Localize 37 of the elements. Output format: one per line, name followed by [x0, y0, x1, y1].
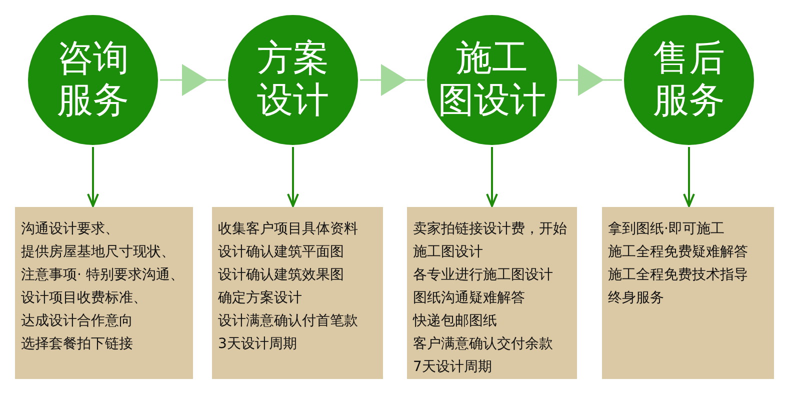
- list-item: 卖家拍链接设计费，开始施工图设计: [413, 220, 568, 262]
- step-title: 售后服务: [653, 38, 725, 122]
- list-item: 设计项目收费标准、: [21, 289, 147, 308]
- chevron-arrow: [360, 64, 425, 96]
- arrow: [486, 147, 498, 207]
- list-item: 施工全程免费技术指导: [608, 266, 748, 285]
- list-item: 图纸沟通疑难解答: [413, 289, 525, 308]
- list-item: 设计确认建筑效果图: [218, 266, 344, 285]
- list-item: 达成设计合作意向: [21, 312, 133, 331]
- step-title: 咨询服务: [57, 38, 129, 122]
- list-item: 确定方案设计: [218, 289, 302, 308]
- arrow: [87, 147, 99, 207]
- list-item: 提供房屋基地尺寸现状、: [21, 243, 175, 262]
- list-item: 3天设计周期: [218, 335, 297, 354]
- info-box: [407, 207, 577, 379]
- chevron-arrow: [160, 64, 226, 96]
- list-item: 各专业进行施工图设计: [413, 266, 553, 285]
- list-item: 选择套餐拍下链接: [21, 335, 133, 354]
- chevron-arrow: [559, 64, 622, 96]
- step-title: 施工图设计: [438, 38, 546, 122]
- step-title: 方案设计: [257, 38, 329, 122]
- info-box: [602, 207, 774, 379]
- list-item: 设计确认建筑平面图: [218, 243, 344, 262]
- list-item: 设计满意确认付首笔款: [218, 312, 358, 331]
- list-item: 拿到图纸·即可施工: [608, 220, 724, 239]
- list-item: 客户满意确认交付余款: [413, 335, 553, 354]
- info-box: [212, 207, 383, 379]
- list-item: 施工全程免费疑难解答: [608, 243, 748, 262]
- list-item: 快递包邮图纸: [413, 312, 497, 331]
- list-item: 注意事项· 特别要求沟通、: [21, 266, 184, 285]
- arrow: [683, 147, 695, 207]
- list-item: 7天设计周期: [413, 358, 492, 377]
- list-item: 收集客户项目具体资料: [218, 220, 358, 239]
- list-item: 沟通设计要求、: [21, 220, 119, 239]
- list-item: 终身服务: [608, 289, 664, 308]
- arrow: [287, 147, 299, 207]
- info-box: [15, 207, 193, 379]
